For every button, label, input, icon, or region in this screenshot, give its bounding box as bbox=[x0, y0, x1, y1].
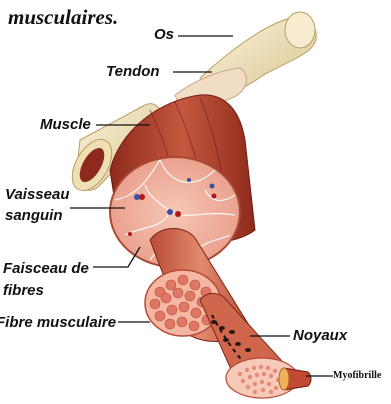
page-title: musculaires. bbox=[8, 5, 118, 30]
label-fibre-musculaire: Fibre musculaire bbox=[0, 315, 116, 330]
label-faisceau-line2: fibres bbox=[3, 283, 44, 298]
myofibril bbox=[279, 368, 311, 390]
label-os: Os bbox=[154, 27, 174, 42]
label-muscle: Muscle bbox=[40, 117, 91, 132]
label-tendon: Tendon bbox=[106, 64, 160, 79]
label-vaisseau-line2: sanguin bbox=[5, 208, 63, 223]
label-vaisseau-line1: Vaisseau bbox=[5, 187, 70, 202]
label-noyaux: Noyaux bbox=[293, 328, 347, 343]
label-myofibrille: Myofibrille bbox=[333, 370, 381, 381]
label-faisceau-line1: Faisceau de bbox=[3, 261, 89, 276]
